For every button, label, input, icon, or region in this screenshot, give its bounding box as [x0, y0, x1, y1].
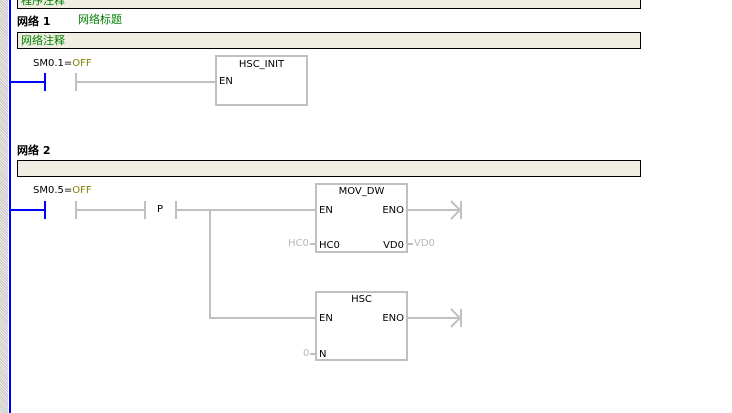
hsc-block[interactable]: HSC EN ENO N — [315, 291, 408, 361]
en-pin: EN — [319, 313, 333, 324]
out-pin: VD0 — [383, 240, 404, 251]
in-operand[interactable]: HC0 — [288, 238, 309, 249]
block-title: HSC — [351, 294, 372, 305]
network-2-comment[interactable] — [17, 160, 641, 177]
hsc-init-block[interactable]: HSC_INIT EN — [215, 55, 308, 106]
positive-edge-contact[interactable]: P — [157, 204, 164, 215]
mov-dw-block[interactable]: MOV_DW EN ENO HC0 VD0 — [315, 183, 408, 253]
eno-pin: ENO — [382, 313, 404, 324]
network-1-comment[interactable]: 网络注释 — [17, 32, 641, 49]
eno-pin: ENO — [382, 205, 404, 216]
network-1-title[interactable]: 网络标题 — [78, 13, 122, 26]
network-2-label[interactable]: 网络 2 — [17, 144, 51, 157]
en-pin: EN — [319, 205, 333, 216]
en-pin: EN — [219, 76, 233, 87]
contact-state: OFF — [72, 58, 92, 69]
block-title: MOV_DW — [338, 186, 385, 197]
contact-state: OFF — [72, 185, 92, 196]
power-rail — [9, 0, 11, 413]
network-1-label[interactable]: 网络 1 — [17, 15, 51, 28]
network-1-contact-label[interactable]: SM0.1=OFF — [33, 58, 92, 70]
contact-address: SM0.5 — [33, 185, 64, 196]
n-operand[interactable]: 0 — [303, 348, 310, 359]
block-title: HSC_INIT — [238, 59, 285, 70]
out-operand[interactable]: VD0 — [414, 238, 435, 249]
contact-eq: = — [63, 58, 73, 69]
contact-address: SM0.1 — [33, 58, 64, 69]
n-pin: N — [319, 349, 327, 360]
network-2-contact-label[interactable]: SM0.5=OFF — [33, 185, 92, 197]
left-margin — [0, 0, 8, 413]
contact-eq: = — [63, 185, 73, 196]
in-pin: HC0 — [319, 240, 340, 251]
program-comment[interactable]: 程序注释 — [17, 0, 641, 9]
